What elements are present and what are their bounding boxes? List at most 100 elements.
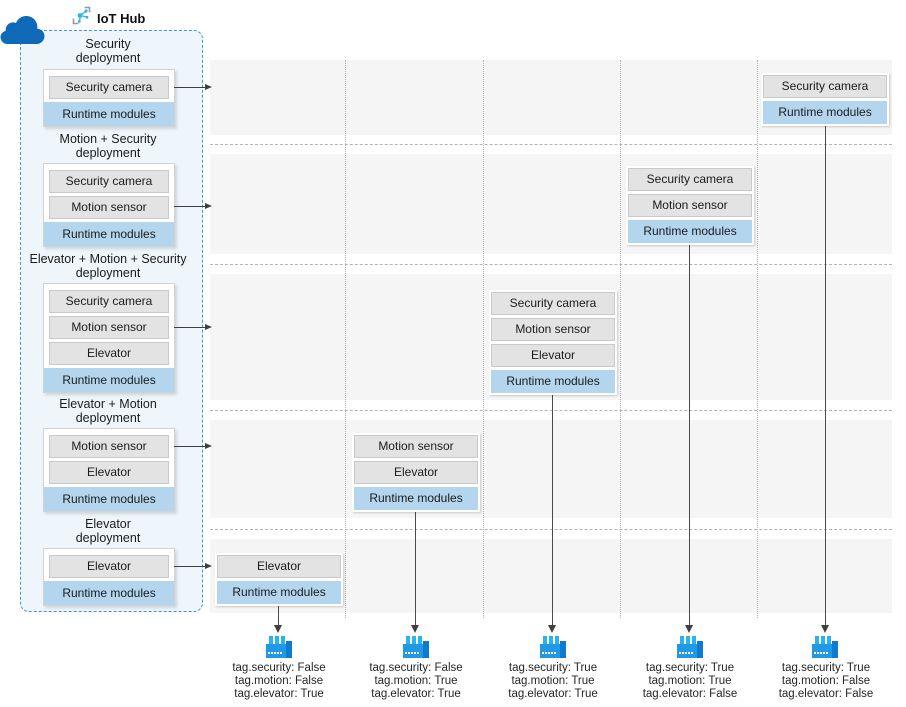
device-stack-4: Security camera Motion sensor Runtime mo… xyxy=(626,166,754,245)
deployment-arrow xyxy=(174,203,212,209)
tag-line: tag.motion: False xyxy=(781,675,871,687)
down-arrow xyxy=(274,625,282,633)
module-box: Security camera xyxy=(628,168,752,191)
module-box: Elevator xyxy=(491,344,615,367)
column-separator xyxy=(483,60,484,618)
device-tags-4: tag.security: True tag.motion: True tag.… xyxy=(615,662,765,701)
iot-hub-title: IoT Hub xyxy=(97,10,146,26)
tag-line: tag.security: True xyxy=(508,662,598,674)
runtime-modules-box: Runtime modules xyxy=(763,101,887,124)
module-box: Motion sensor xyxy=(49,316,169,339)
device-connector-line xyxy=(825,126,826,626)
down-arrow xyxy=(548,625,556,633)
factory-icon xyxy=(677,636,703,663)
device-connector-line xyxy=(552,395,553,626)
device-stack-1: Elevator Runtime modules xyxy=(215,553,343,606)
down-arrow xyxy=(411,625,419,633)
tag-line: tag.security: True xyxy=(645,662,735,674)
module-box: Elevator xyxy=(49,461,169,484)
deployment-title-motion-security: Motion + Security deployment xyxy=(22,132,194,160)
device-tags-3: tag.security: True tag.motion: True tag.… xyxy=(478,662,628,701)
module-box: Elevator xyxy=(354,461,478,484)
runtime-modules-box: Runtime modules xyxy=(44,222,174,246)
iot-hub-icon xyxy=(72,6,91,30)
deployment-stack-motion-security: Security camera Motion sensor Runtime mo… xyxy=(43,163,175,247)
down-arrow xyxy=(685,625,693,633)
grid-band-row4 xyxy=(210,420,892,518)
runtime-modules-box: Runtime modules xyxy=(217,581,341,604)
deployment-title-line1: Elevator + Motion xyxy=(59,397,157,411)
device-tags-2: tag.security: False tag.motion: True tag… xyxy=(341,662,491,701)
deployment-title-security: Security deployment xyxy=(22,37,194,65)
deployment-title-line2: deployment xyxy=(75,146,141,160)
tag-line: tag.elevator: False xyxy=(642,688,738,700)
device-stack-5: Security camera Runtime modules xyxy=(761,73,889,126)
module-box: Security camera xyxy=(49,170,169,193)
deployment-title-elevator-motion: Elevator + Motion deployment xyxy=(22,397,194,425)
deployment-title-line2: deployment xyxy=(75,411,141,425)
runtime-modules-box: Runtime modules xyxy=(44,368,174,392)
iot-hub-header: IoT Hub xyxy=(72,6,145,30)
module-box: Motion sensor xyxy=(49,196,169,219)
factory-icon xyxy=(403,636,429,663)
deployment-title-line2: deployment xyxy=(75,266,141,280)
tag-line: tag.motion: True xyxy=(511,675,595,687)
tag-line: tag.security: False xyxy=(232,662,326,674)
module-box: Motion sensor xyxy=(491,318,615,341)
tag-line: tag.elevator: True xyxy=(508,688,598,700)
tag-line: tag.motion: True xyxy=(374,675,458,687)
device-stack-3: Security camera Motion sensor Elevator R… xyxy=(489,290,617,395)
module-box: Elevator xyxy=(49,555,169,578)
module-box: Motion sensor xyxy=(49,435,169,458)
deployment-arrow xyxy=(174,443,212,449)
deployment-title-line1: Elevator xyxy=(85,517,131,531)
deployment-title-line2: deployment xyxy=(75,531,141,545)
device-stack-2: Motion sensor Elevator Runtime modules xyxy=(352,433,480,512)
module-box: Elevator xyxy=(217,555,341,578)
runtime-modules-box: Runtime modules xyxy=(628,220,752,243)
row-separator xyxy=(210,529,892,530)
column-separator xyxy=(757,60,758,618)
runtime-modules-box: Runtime modules xyxy=(44,581,174,605)
cloud-icon xyxy=(0,15,46,52)
deployment-arrow xyxy=(174,563,212,569)
factory-icon xyxy=(812,636,838,663)
deployment-stack-elevator: Elevator Runtime modules xyxy=(43,548,175,606)
tag-line: tag.security: False xyxy=(369,662,463,674)
column-separator xyxy=(620,60,621,618)
deployment-stack-elevator-motion-security: Security camera Motion sensor Elevator R… xyxy=(43,283,175,393)
deployment-stack-security: Security camera Runtime modules xyxy=(43,69,175,127)
device-tags-5: tag.security: True tag.motion: False tag… xyxy=(751,662,901,701)
down-arrow xyxy=(821,625,829,633)
module-box: Security camera xyxy=(49,290,169,313)
module-box: Security camera xyxy=(763,75,887,98)
deployment-title-line1: Elevator + Motion + Security xyxy=(29,252,187,266)
module-box: Motion sensor xyxy=(354,435,478,458)
device-connector-line xyxy=(278,606,279,626)
row-separator xyxy=(210,410,892,411)
factory-icon xyxy=(266,636,292,663)
tag-line: tag.security: True xyxy=(781,662,871,674)
deployment-arrow xyxy=(174,84,212,90)
deployment-stack-elevator-motion: Motion sensor Elevator Runtime modules xyxy=(43,428,175,512)
runtime-modules-box: Runtime modules xyxy=(44,487,174,511)
runtime-modules-box: Runtime modules xyxy=(354,487,478,510)
row-separator xyxy=(210,144,892,145)
runtime-modules-box: Runtime modules xyxy=(44,102,174,126)
column-separator xyxy=(345,60,346,618)
runtime-modules-box: Runtime modules xyxy=(491,370,615,393)
deployment-title-elevator: Elevator deployment xyxy=(22,517,194,545)
deployment-title-line1: Security xyxy=(85,37,131,51)
row-separator xyxy=(210,264,892,265)
tag-line: tag.elevator: False xyxy=(778,688,874,700)
tag-line: tag.motion: True xyxy=(648,675,732,687)
deployment-title-line1: Motion + Security xyxy=(59,132,157,146)
module-box: Security camera xyxy=(491,292,615,315)
deployment-arrow xyxy=(174,324,212,330)
device-tags-1: tag.security: False tag.motion: False ta… xyxy=(204,662,354,701)
grid-band-row2 xyxy=(210,154,892,254)
module-box: Elevator xyxy=(49,342,169,365)
module-box: Motion sensor xyxy=(628,194,752,217)
deployment-title-elevator-motion-security: Elevator + Motion + Security deployment xyxy=(22,252,194,280)
